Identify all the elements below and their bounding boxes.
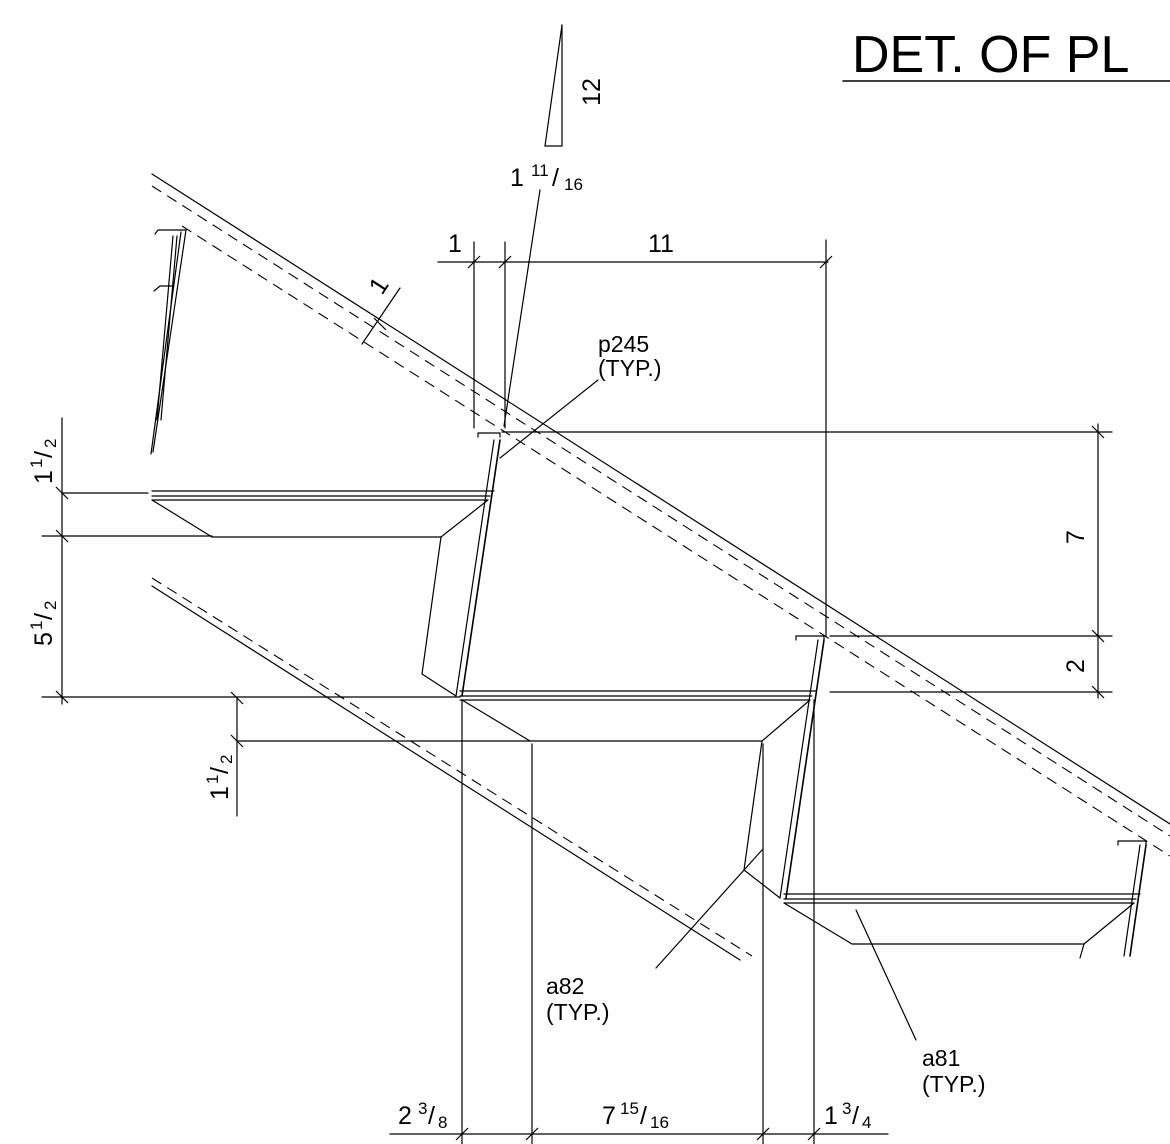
svg-text:/: /	[552, 164, 559, 192]
dim-d-num: 3	[418, 1099, 427, 1118]
label-a81-name: a81	[922, 1045, 960, 1071]
dim-eleven-text: 11	[648, 230, 674, 258]
dim-one-diag-text: 1	[364, 272, 395, 299]
dim-lower-left: 1 1 / 2	[203, 691, 531, 817]
lower-stringer-lines	[151, 577, 753, 961]
dim-two-text: 2	[1062, 659, 1090, 673]
svg-text:/: /	[30, 451, 58, 458]
svg-text:/: /	[852, 1102, 859, 1130]
dim-b-den: 2	[41, 601, 60, 610]
dim-c-num: 1	[203, 775, 222, 784]
dim-top-run: 1 11	[437, 230, 833, 637]
dim-d-whole: 2	[398, 1102, 412, 1130]
svg-text:/: /	[640, 1102, 647, 1130]
slope-rise-text: 12	[578, 78, 606, 106]
dim-a-num: 1	[27, 459, 46, 468]
label-a82-name: a82	[546, 973, 584, 999]
label-p245-name: p245	[598, 331, 649, 357]
dim-one-top-text: 1	[448, 230, 462, 258]
dim-right-rise: 7 2	[501, 423, 1113, 699]
label-a81: a81 (TYP.)	[855, 909, 985, 1097]
slope-run-den: 16	[564, 175, 583, 194]
dim-e-num: 15	[620, 1099, 639, 1118]
dim-diagonal-one: 1	[361, 272, 401, 345]
svg-text:/: /	[206, 767, 234, 774]
dim-left-rise: 1 1 / 2 5 1 / 2	[27, 417, 461, 705]
slope-run-num: 11	[531, 161, 549, 180]
slope-run-whole: 1	[510, 164, 524, 192]
dim-a-whole: 1	[30, 470, 58, 484]
tread-1	[151, 432, 501, 697]
label-p245: p245 (TYP.)	[499, 331, 661, 459]
dim-e-den: 16	[650, 1113, 669, 1132]
dim-d-den: 8	[438, 1113, 447, 1132]
dim-f-den: 4	[862, 1113, 871, 1132]
dim-seven-text: 7	[1062, 530, 1090, 544]
slope-indicator: 12 1 11 / 16	[503, 24, 606, 427]
dim-f-whole: 1	[824, 1102, 838, 1130]
dim-e-whole: 7	[602, 1102, 616, 1130]
label-a81-typ: (TYP.)	[922, 1071, 985, 1097]
dim-b-num: 1	[27, 621, 46, 630]
upper-stringer-lines	[151, 173, 1170, 857]
dim-c-whole: 1	[206, 786, 234, 800]
dim-a-den: 2	[41, 439, 60, 448]
dim-bottom-run: 2 3 / 8 7 15 / 16 1 3 / 4	[389, 699, 889, 1144]
tread-3	[783, 840, 1147, 959]
dim-b-whole: 5	[30, 632, 58, 646]
dim-c-den: 2	[217, 755, 236, 764]
dim-f-num: 3	[842, 1099, 851, 1118]
tread-2	[459, 635, 825, 899]
svg-text:/: /	[428, 1102, 435, 1130]
label-a82-typ: (TYP.)	[546, 999, 609, 1025]
label-a82: a82 (TYP.)	[546, 849, 763, 1025]
svg-text:/: /	[30, 613, 58, 620]
tread-top-left	[150, 229, 187, 455]
drawing-title: DET. OF PL	[852, 26, 1129, 84]
label-p245-typ: (TYP.)	[598, 355, 661, 381]
